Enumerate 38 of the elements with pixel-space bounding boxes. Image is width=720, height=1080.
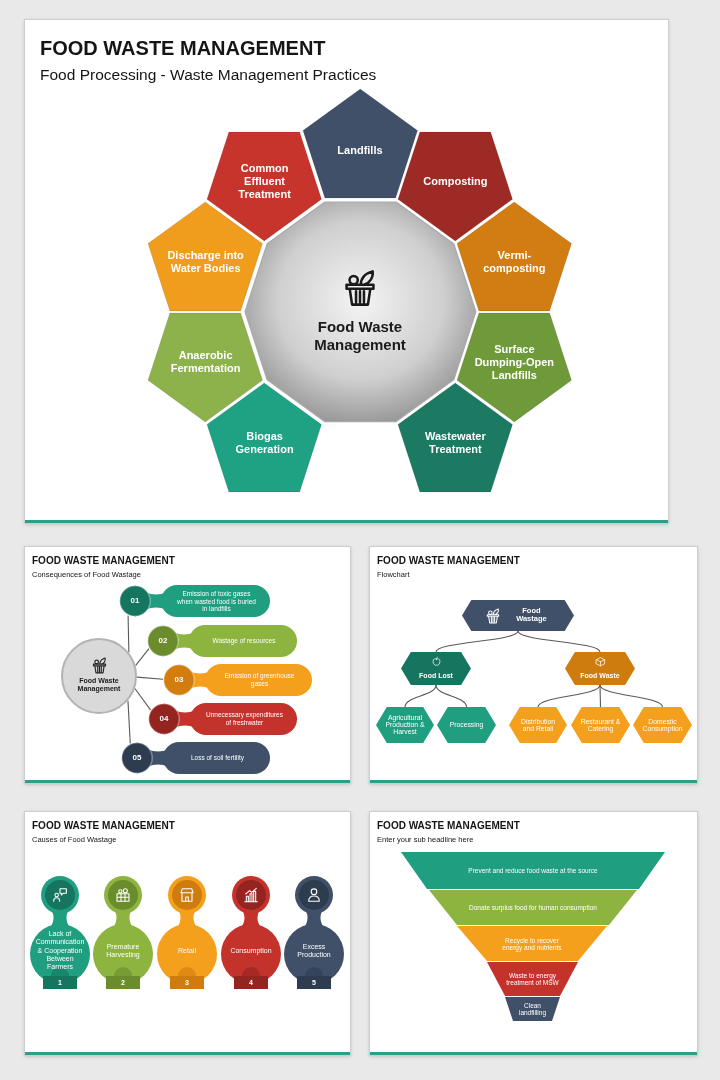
slide-panel [370,812,697,1055]
connector-line [404,684,437,708]
connector-line [127,700,131,745]
connector-line [135,648,150,667]
slide-panel [370,547,697,783]
step-number: 05 [132,753,142,763]
step-number: 03 [174,675,184,685]
slide-title: FOOD WASTE MANAGEMENT [377,820,520,832]
connector-line [517,630,601,653]
slide-panel [25,547,350,783]
connector-line [136,676,164,680]
slide-title: FOOD WASTE MANAGEMENT [32,555,175,567]
method-label: Landfills [337,143,383,157]
method-label: Anaerobic Fermentation [169,349,242,376]
step-number: 02 [158,636,168,646]
slide-panel [25,812,350,1055]
slide-title: FOOD WASTE MANAGEMENT [40,36,326,60]
method-label: Composting [423,174,488,188]
slide-title: FOOD WASTE MANAGEMENT [32,820,175,832]
method-label: Vermi-composting [482,248,547,275]
method-label: Surface Dumping-Open Landfills [473,342,556,382]
connector-line [435,684,468,708]
center-label: Food Waste Management [313,318,407,354]
slide-panel [25,20,668,523]
connector-line [599,684,664,708]
step-number: 04 [159,714,169,724]
connector-line [599,684,602,708]
method-label: Discharge into Water Bodies [166,248,245,275]
connector-line [537,684,601,708]
method-label: Common Effluent Treatment [237,161,292,201]
connector-line [134,687,152,711]
method-label: Biogas Generation [234,430,295,457]
connector-line [127,614,130,654]
slide-subtitle: Food Processing - Waste Management Practices [40,66,377,85]
slide-title: FOOD WASTE MANAGEMENT [377,555,520,567]
connector-line [435,630,519,653]
method-label: Wastewater Treatment [424,430,487,457]
step-number: 01 [130,596,140,606]
